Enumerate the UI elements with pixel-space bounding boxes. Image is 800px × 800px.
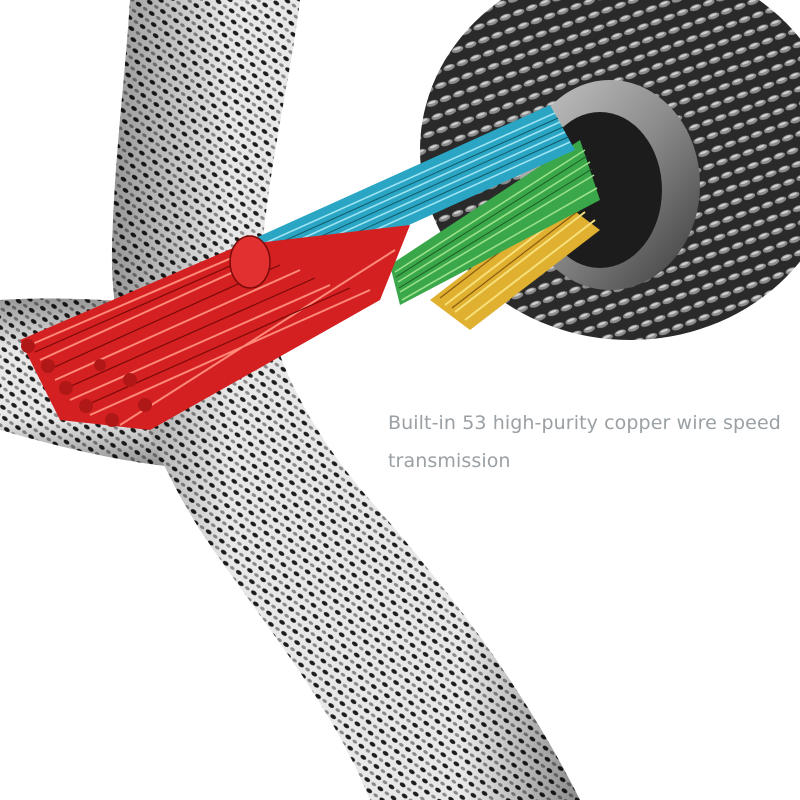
red-wire-bundle: [20, 225, 410, 430]
caption-line-1: Built-in 53 high-purity copper wire spee…: [388, 412, 781, 434]
gold-wire-bundle: [430, 197, 600, 330]
green-wire-bundle: [390, 140, 600, 305]
caption-line-2: transmission: [388, 450, 511, 472]
feature-caption: Built-in 53 high-purity copper wire spee…: [388, 404, 788, 480]
